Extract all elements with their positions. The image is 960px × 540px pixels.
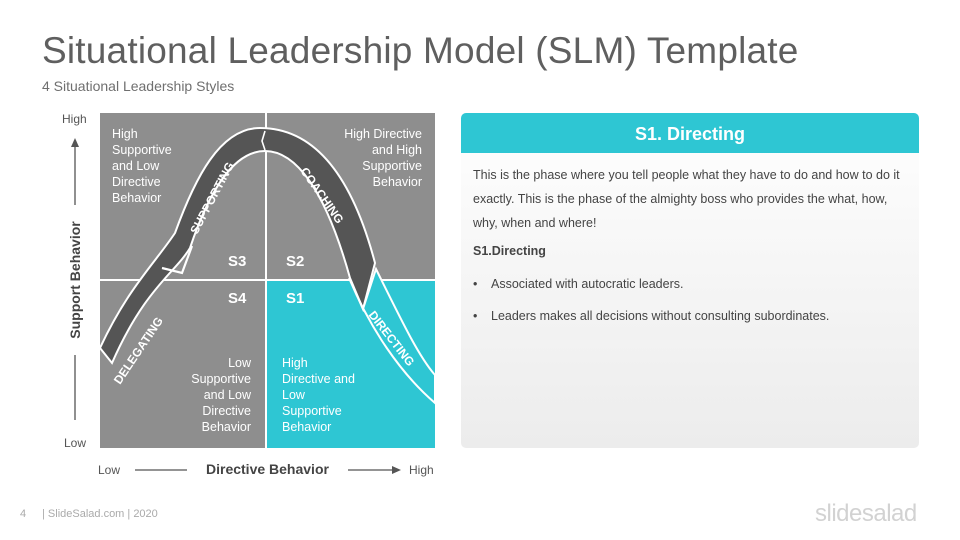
x-axis-arrows	[135, 466, 401, 474]
y-axis-low-label: Low	[64, 436, 87, 450]
panel-bullet: •Associated with autocratic leaders.	[473, 277, 684, 291]
style-label-s2: S2	[286, 253, 305, 270]
description-panel: S1. Directing This is the phase where yo…	[461, 113, 919, 448]
x-axis-high-label: High	[409, 463, 434, 477]
panel-bullet: •Leaders makes all decisions without con…	[473, 309, 830, 323]
x-axis-title: Directive Behavior	[206, 461, 329, 477]
x-axis-low-label: Low	[98, 463, 121, 477]
y-axis-arrows	[71, 138, 79, 420]
panel-title: S1. Directing	[461, 113, 919, 153]
footer-text: | SlideSalad.com | 2020	[42, 508, 158, 520]
slide-title: Situational Leadership Model (SLM) Templ…	[42, 30, 799, 71]
panel-subheading: S1.Directing	[473, 244, 546, 258]
style-label-s4: S4	[228, 290, 247, 307]
leadership-curve-band	[100, 126, 377, 365]
brand-logo: slidesalad	[815, 500, 917, 527]
style-label-s1: S1	[286, 290, 305, 307]
slide-subtitle: 4 Situational Leadership Styles	[42, 78, 235, 94]
directing-tail	[348, 266, 435, 405]
y-axis-high-label: High	[62, 112, 87, 126]
panel-paragraph: This is the phase where you tell people …	[473, 168, 900, 230]
slm-quadrant-diagram: DELEGATING SUPPORTING COACHING DIRECTING	[100, 113, 435, 448]
style-label-s3: S3	[228, 253, 247, 270]
page-number: 4	[20, 508, 27, 520]
